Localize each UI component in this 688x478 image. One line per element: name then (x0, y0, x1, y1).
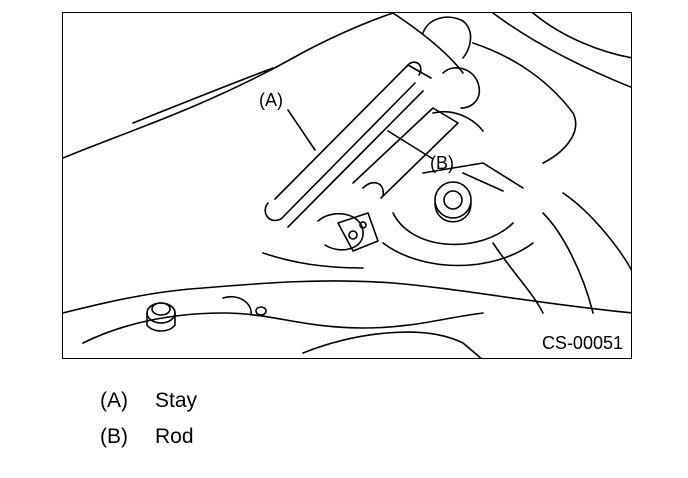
legend-key: (A) (100, 389, 128, 412)
callout-a-label: (A) (259, 90, 283, 110)
figure-code: CS-00051 (541, 333, 623, 353)
legend-label: Rod (155, 425, 194, 448)
legend-key: (B) (100, 425, 128, 448)
figure-frame: (A) (B) CS-00051 (62, 12, 632, 359)
legend-item-stay: (A) Stay (100, 389, 197, 413)
legend-label: Stay (155, 389, 198, 412)
callout-b-label: (B) (430, 153, 454, 173)
line-drawing (63, 13, 631, 358)
legend-item-rod: (B) Rod (100, 425, 194, 449)
